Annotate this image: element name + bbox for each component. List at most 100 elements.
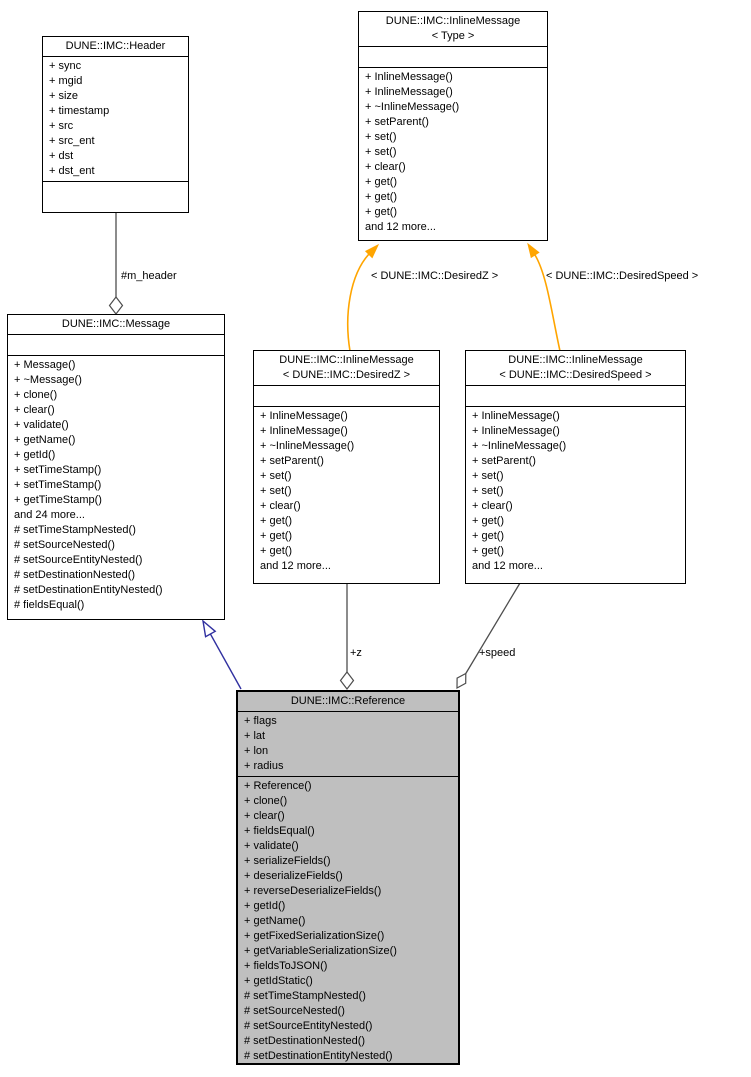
member-row: + get() — [365, 191, 398, 203]
member-row: + setParent() — [260, 455, 324, 467]
member-row: + InlineMessage() — [472, 425, 560, 437]
member-row: + get() — [472, 530, 505, 542]
edge-label-template-desired-z: < DUNE::IMC::DesiredZ > — [371, 270, 499, 282]
class-title: DUNE::IMC::InlineMessage< DUNE::IMC::Des… — [466, 351, 685, 386]
member-row: + clear() — [365, 161, 406, 173]
member-row: + InlineMessage() — [365, 71, 453, 83]
member-row: + flags — [244, 715, 277, 727]
class-methods: + InlineMessage()+ InlineMessage()+ ~Inl… — [359, 68, 547, 240]
member-row: + get() — [365, 176, 398, 188]
member-row: + setTimeStamp() — [14, 479, 102, 491]
member-row: < Type > — [431, 30, 475, 42]
member-row: # setTimeStampNested() — [244, 990, 366, 1002]
class-methods: + InlineMessage()+ InlineMessage()+ ~Inl… — [466, 407, 685, 583]
class-box-inline-message-desired-speed[interactable]: DUNE::IMC::InlineMessage< DUNE::IMC::Des… — [465, 350, 686, 584]
member-row: + getTimeStamp() — [14, 494, 102, 506]
member-row: + mgid — [49, 75, 83, 87]
class-methods: + Reference() + clone() + clear() + fieldsE… — [238, 777, 458, 1063]
edge-label-z: +z — [350, 647, 362, 659]
member-row: + src_ent — [49, 135, 95, 147]
member-row: < DUNE::IMC::DesiredSpeed > — [499, 369, 652, 381]
class-methods: + InlineMessage()+ InlineMessage()+ ~Inl… — [254, 407, 439, 583]
member-row: + Message() — [14, 359, 76, 371]
member-row: + get() — [472, 515, 505, 527]
member-row: + clear() — [260, 500, 301, 512]
member-row: + set() — [260, 485, 292, 497]
member-row: DUNE::IMC::InlineMessage — [508, 354, 643, 366]
member-row: DUNE::IMC::InlineMessage — [385, 15, 521, 27]
member-row: + getId() — [244, 900, 286, 912]
member-row: # setTimeStampNested() — [14, 524, 136, 536]
member-row: + sync — [49, 60, 82, 72]
member-row: + lat — [244, 730, 266, 742]
template-arrowhead-desired-z — [364, 243, 380, 259]
member-row: + src — [49, 120, 74, 132]
member-row: + getName() — [244, 915, 306, 927]
member-row: + ~InlineMessage() — [472, 440, 567, 452]
class-attributes: + flags+ lat+ lon+ radius — [238, 712, 458, 777]
aggregation-diamond-m-header — [108, 296, 124, 315]
member-row: + setParent() — [365, 116, 429, 128]
member-row: + set() — [472, 470, 504, 482]
template-arrowhead-desired-speed — [527, 242, 540, 259]
class-title: DUNE::IMC::Header — [43, 37, 188, 57]
member-row: + validate() — [14, 419, 69, 431]
member-row: and 12 more... — [472, 560, 543, 572]
member-row: + fieldsToJSON() — [244, 960, 328, 972]
class-box-inline-message-type[interactable]: DUNE::IMC::InlineMessage< Type > + Inlin… — [358, 11, 548, 241]
class-methods: + Message()+ ~Message()+ clone()+ clear(… — [8, 356, 224, 619]
class-title: DUNE::IMC::Reference — [238, 692, 458, 712]
class-box-reference-current[interactable]: DUNE::IMC::Reference + flags+ lat+ lon+ … — [236, 690, 460, 1065]
edge-label-speed: +speed — [479, 647, 516, 659]
member-row: + ~Message() — [14, 374, 82, 386]
member-row: + InlineMessage() — [260, 410, 348, 422]
inheritance-arrowhead — [201, 619, 217, 638]
member-row: + getId() — [14, 449, 56, 461]
member-row: + setTimeStamp() — [14, 464, 102, 476]
member-row: + getFixedSerializationSize() — [244, 930, 385, 942]
member-row: + InlineMessage() — [365, 86, 453, 98]
member-row: DUNE::IMC::Reference — [290, 695, 406, 707]
member-row: + fieldsEqual() — [244, 825, 315, 837]
member-row: + deserializeFields() — [244, 870, 343, 882]
member-row: DUNE::IMC::InlineMessage — [279, 354, 414, 366]
member-row: + getIdStatic() — [244, 975, 313, 987]
member-row: # setDestinationEntityNested() — [244, 1050, 393, 1062]
member-row: + validate() — [244, 840, 299, 852]
member-row: and 24 more... — [14, 509, 85, 521]
class-box-message[interactable]: DUNE::IMC::Message + Message()+ ~Message… — [7, 314, 225, 620]
member-row: + getName() — [14, 434, 76, 446]
member-row: + size — [49, 90, 79, 102]
member-row: # setDestinationNested() — [244, 1035, 366, 1047]
member-row: # fieldsEqual() — [14, 599, 85, 611]
member-row: # setSourceEntityNested() — [14, 554, 143, 566]
member-row: + set() — [365, 146, 397, 158]
class-title: DUNE::IMC::InlineMessage< DUNE::IMC::Des… — [254, 351, 439, 386]
class-title: DUNE::IMC::Message — [8, 315, 224, 335]
class-title: DUNE::IMC::InlineMessage< Type > — [359, 12, 547, 47]
member-row: + get() — [260, 530, 293, 542]
member-row: + lon — [244, 745, 269, 757]
aggregation-diamond-z — [339, 671, 355, 690]
member-row: + Reference() — [244, 780, 312, 792]
member-row: DUNE::IMC::Message — [61, 318, 171, 330]
member-row: + clone() — [244, 795, 288, 807]
member-row: + getVariableSerializationSize() — [244, 945, 397, 957]
member-row: # setSourceNested() — [14, 539, 115, 551]
member-row: and 12 more... — [365, 221, 436, 233]
member-row: + InlineMessage() — [260, 425, 348, 437]
edge-label-template-desired-speed: < DUNE::IMC::DesiredSpeed > — [546, 270, 699, 282]
class-methods — [43, 182, 188, 212]
class-box-header[interactable]: DUNE::IMC::Header + sync+ mgid+ size+ ti… — [42, 36, 189, 213]
class-attributes — [254, 386, 439, 407]
member-row: + reverseDeserializeFields() — [244, 885, 382, 897]
member-row: + clear() — [472, 500, 513, 512]
member-row: + serializeFields() — [244, 855, 331, 867]
class-box-inline-message-desired-z[interactable]: DUNE::IMC::InlineMessage< DUNE::IMC::Des… — [253, 350, 440, 584]
member-row: + set() — [260, 470, 292, 482]
member-row: + get() — [472, 545, 505, 557]
inheritance-edge — [209, 633, 242, 690]
member-row: + clear() — [244, 810, 285, 822]
